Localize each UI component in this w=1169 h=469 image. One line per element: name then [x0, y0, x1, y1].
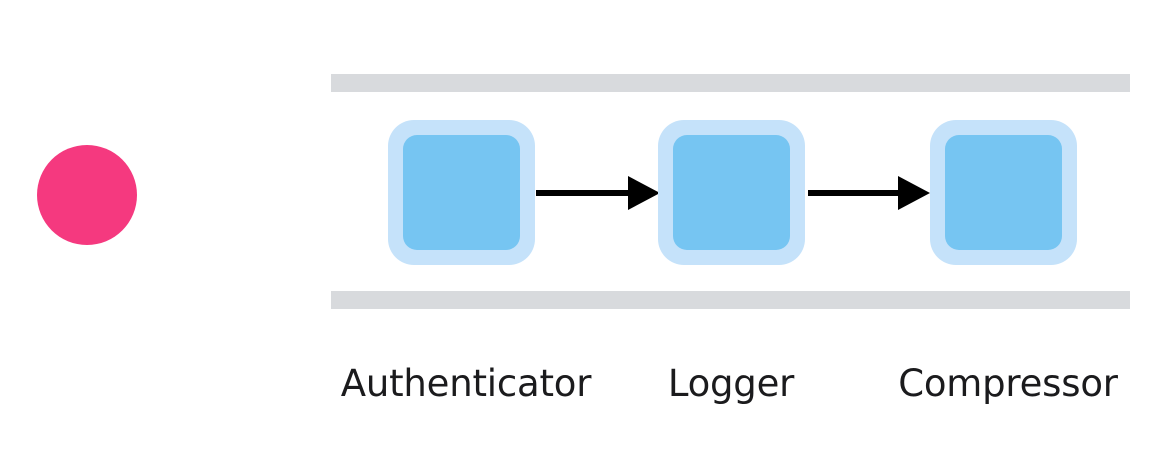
status-dot-icon — [37, 145, 137, 245]
stage-label-logger: Logger — [667, 362, 795, 405]
stage-node-logger[interactable] — [658, 120, 805, 265]
pipeline-rail-top — [331, 74, 1130, 92]
arrow-right-icon-logger-to-compressor — [808, 170, 930, 216]
stage-node-core — [945, 135, 1062, 250]
stage-label-authenticator: Authenticator — [340, 362, 592, 405]
stage-node-core — [673, 135, 790, 250]
arrow-right-icon-authenticator-to-logger — [536, 170, 660, 216]
stage-node-authenticator[interactable] — [388, 120, 535, 265]
pipeline-rail-bottom — [331, 291, 1130, 309]
arrow-right-glyph — [536, 176, 660, 210]
stage-node-core — [403, 135, 520, 250]
arrow-right-glyph — [808, 176, 930, 210]
stage-label-compressor: Compressor — [898, 362, 1118, 405]
stage-node-compressor[interactable] — [930, 120, 1077, 265]
